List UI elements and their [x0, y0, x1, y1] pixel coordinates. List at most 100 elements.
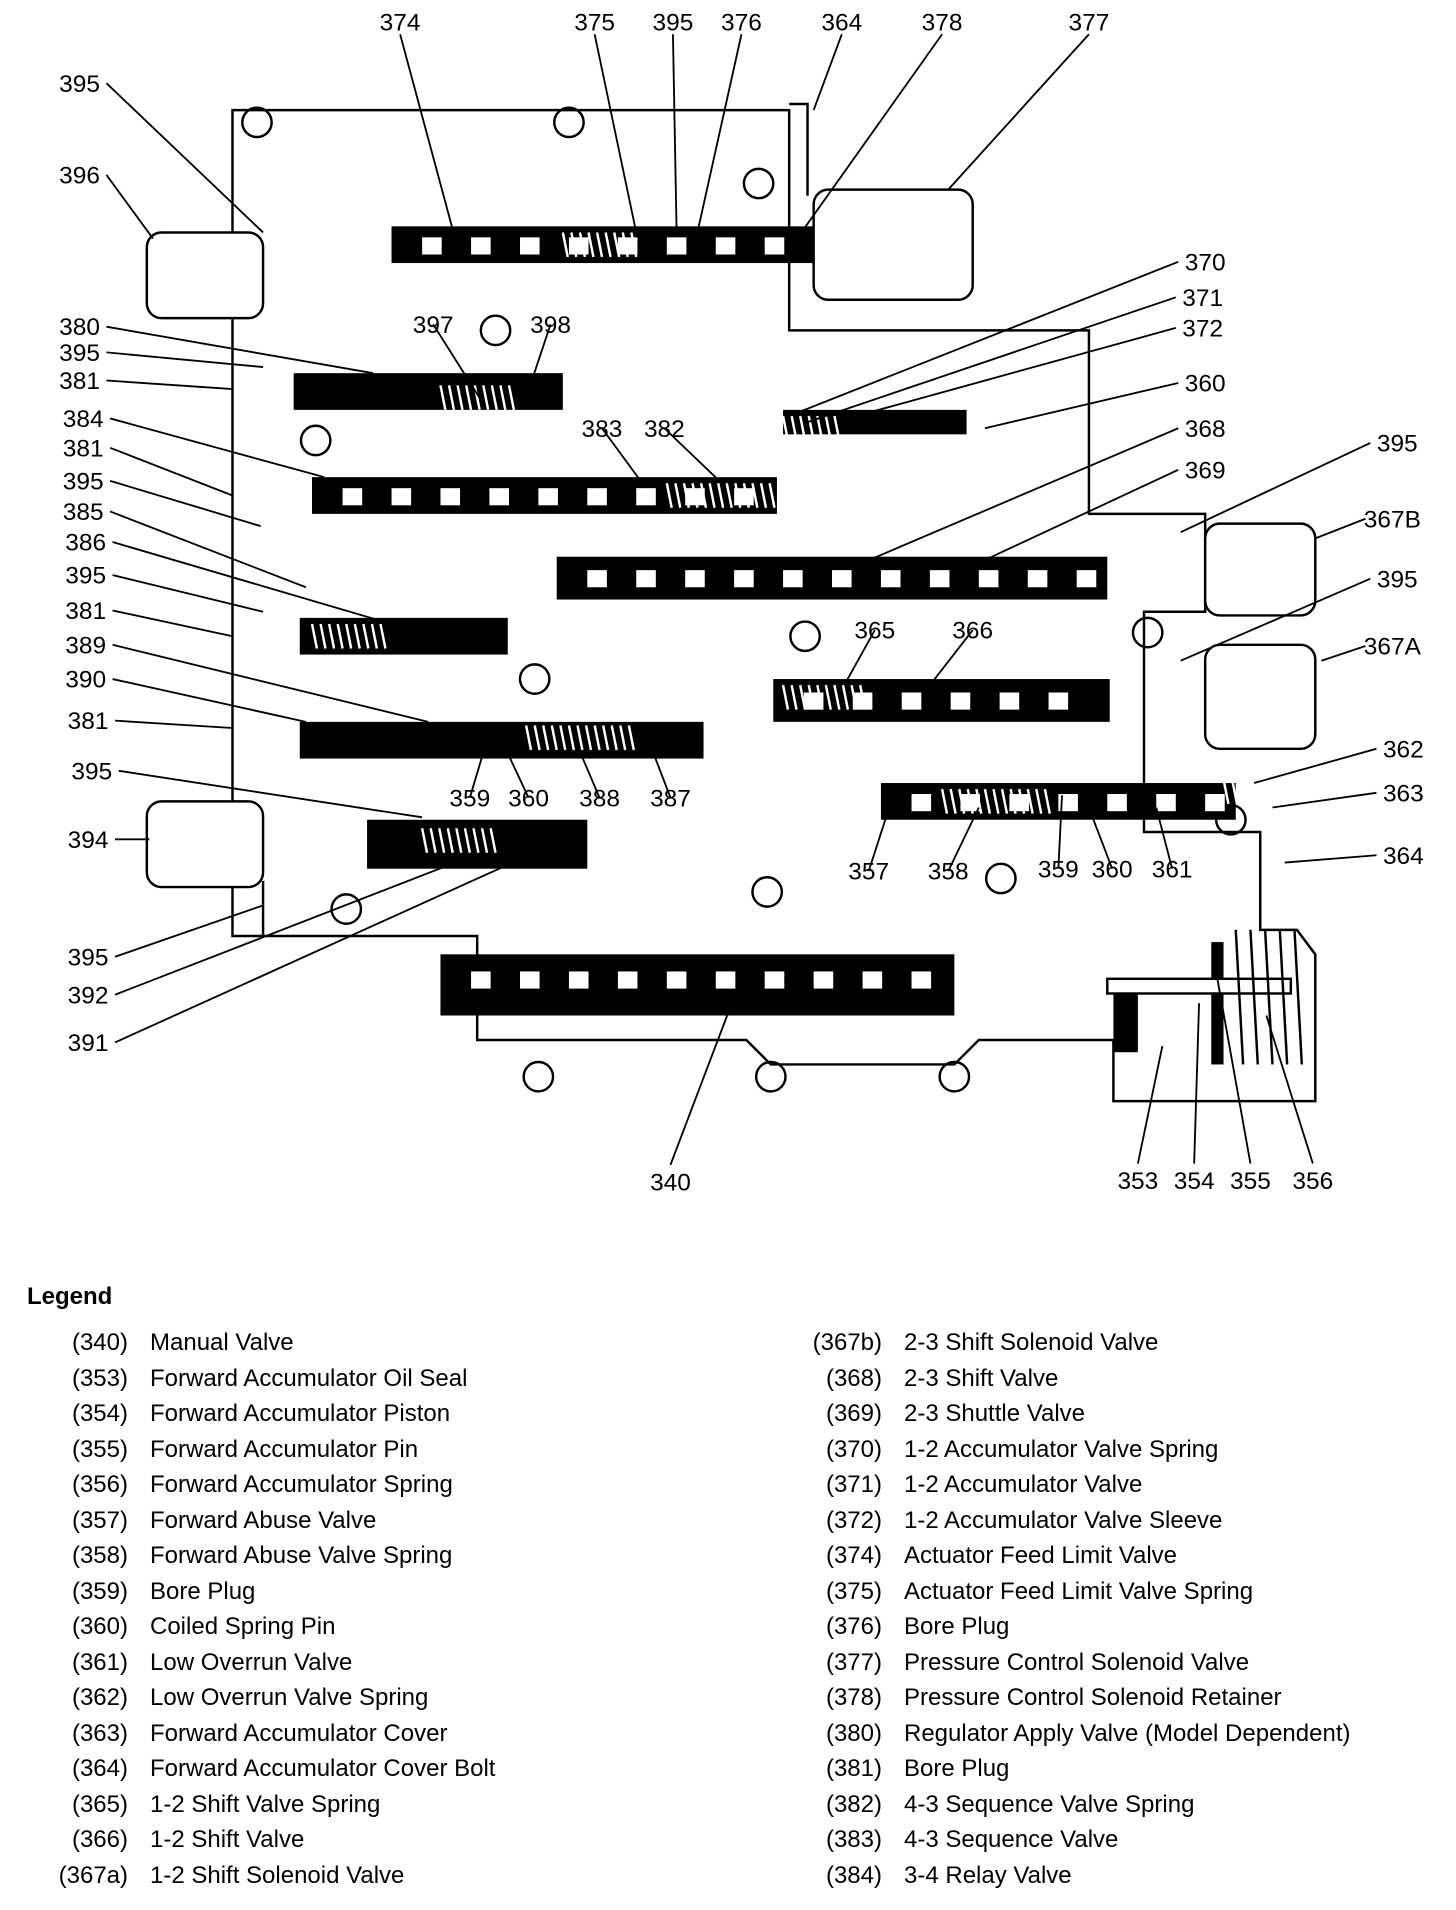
spring-coil: [798, 415, 807, 441]
valve-land-groove: [666, 971, 687, 989]
callout-366: 366: [952, 618, 993, 645]
spring-coil: [353, 623, 361, 649]
bolt-hole: [751, 876, 784, 908]
callout-367a: 367A: [1364, 634, 1422, 661]
spring-coil: [759, 483, 768, 508]
legend-number: (366): [71, 1826, 128, 1853]
leader-line: [500, 739, 530, 799]
callout-397: 397: [413, 312, 454, 339]
callout-375: 375: [574, 10, 615, 37]
leader-line: [867, 794, 895, 872]
callout-340: 340: [650, 1169, 691, 1196]
leader-line: [1265, 1015, 1314, 1164]
leader-line: [601, 427, 644, 484]
spring-coil: [621, 232, 629, 258]
valve-land-groove: [1027, 570, 1048, 588]
leader-line: [1180, 442, 1371, 534]
bolt-hole: [984, 862, 1017, 895]
spring-coil: [824, 415, 832, 441]
legend-item: (372)1-2 Accumulator Valve Sleeve: [760, 1503, 1456, 1539]
bolt-hole: [789, 620, 821, 653]
spring-coil: [816, 684, 824, 710]
legend-item: (381)Bore Plug: [760, 1751, 1456, 1787]
valve-body-housing: [231, 102, 1317, 1103]
legend-number: (362): [71, 1684, 128, 1711]
spring-coil: [949, 788, 957, 814]
spring-coil: [593, 725, 601, 751]
leader-line: [984, 382, 1179, 430]
spring-coil: [717, 483, 725, 508]
callout-396: 396: [59, 163, 100, 190]
leader-line: [105, 82, 264, 234]
leader-line: [114, 904, 264, 958]
valve-land-groove: [813, 971, 834, 989]
callout-370: 370: [1185, 249, 1226, 276]
legend-item: (369)2-3 Shuttle Valve: [760, 1396, 1456, 1432]
legend-item: (368)2-3 Shift Valve: [760, 1361, 1456, 1397]
leader-line: [112, 643, 429, 723]
valve-land-groove: [1205, 794, 1225, 812]
valve-spool: [299, 617, 508, 655]
leader-line: [843, 629, 876, 686]
legend-name: Actuator Feed Limit Valve: [904, 1542, 1178, 1569]
spring-coil: [1026, 788, 1034, 814]
leader-line: [812, 33, 843, 111]
callout-359: 359: [1038, 856, 1079, 883]
valve-land-groove: [950, 692, 971, 710]
legend-number: (376): [825, 1613, 882, 1640]
valve-land-groove: [538, 488, 558, 506]
leader-line: [109, 479, 261, 527]
callout-364: 364: [821, 10, 862, 37]
valves: [145, 188, 1317, 1065]
legend-name: 2-3 Shuttle Valve: [904, 1400, 1085, 1427]
valve-land-groove: [734, 570, 754, 588]
legend-name: Bore Plug: [904, 1613, 1010, 1640]
spring-coil: [1043, 788, 1051, 814]
valve-land-groove: [1048, 692, 1069, 710]
spring-coil: [570, 232, 578, 258]
callout-363: 363: [1383, 780, 1424, 807]
leader-line: [1253, 747, 1377, 784]
legend-item: (359)Bore Plug: [0, 1574, 600, 1610]
valve-spool: [293, 373, 563, 410]
valve-land-groove: [685, 570, 705, 588]
spring-coil: [561, 232, 569, 258]
spring-coil: [345, 623, 353, 649]
legend-item: (380)Regulator Apply Valve (Model Depend…: [760, 1716, 1456, 1752]
spring-coil: [447, 385, 456, 411]
leader-line: [118, 769, 423, 819]
leader-line: [114, 855, 472, 996]
legend-item: (374)Actuator Feed Limit Valve: [760, 1538, 1456, 1574]
spring-coil: [370, 623, 379, 649]
accumulator-spring-coil: [1234, 929, 1245, 1065]
leader-line: [112, 574, 264, 613]
valve-land-groove: [978, 570, 999, 588]
leader-line: [947, 33, 1090, 191]
spring-coil: [1009, 788, 1017, 814]
callout-391: 391: [68, 1030, 109, 1057]
leader-line: [593, 34, 638, 233]
legend-number: (355): [71, 1435, 128, 1463]
spring-coil: [798, 684, 807, 710]
legend-name: 2-3 Shift Solenoid Valve: [904, 1329, 1159, 1356]
accumulator-pin: [1106, 977, 1293, 995]
bolt-hole: [518, 663, 551, 695]
spring-coil: [584, 725, 593, 751]
legend-name: Pressure Control Solenoid Valve: [904, 1648, 1250, 1676]
leader-line: [432, 323, 485, 405]
legend-name: 4-3 Sequence Valve Spring: [904, 1790, 1195, 1818]
callout-383: 383: [582, 416, 623, 443]
callout-367b: 367B: [1364, 506, 1421, 533]
callout-378: 378: [922, 10, 963, 37]
bolt-hole: [742, 167, 775, 200]
leader-line: [109, 510, 307, 589]
callout-381: 381: [63, 435, 104, 462]
valve-land-groove: [617, 971, 638, 989]
valve-land-groove: [999, 692, 1020, 710]
valve-land-groove: [911, 971, 932, 989]
valve-land-groove: [1107, 794, 1127, 812]
leader-line: [669, 996, 735, 1166]
spring-coil: [858, 684, 867, 710]
spring-coil: [336, 623, 344, 649]
valve-spool: [783, 409, 967, 435]
